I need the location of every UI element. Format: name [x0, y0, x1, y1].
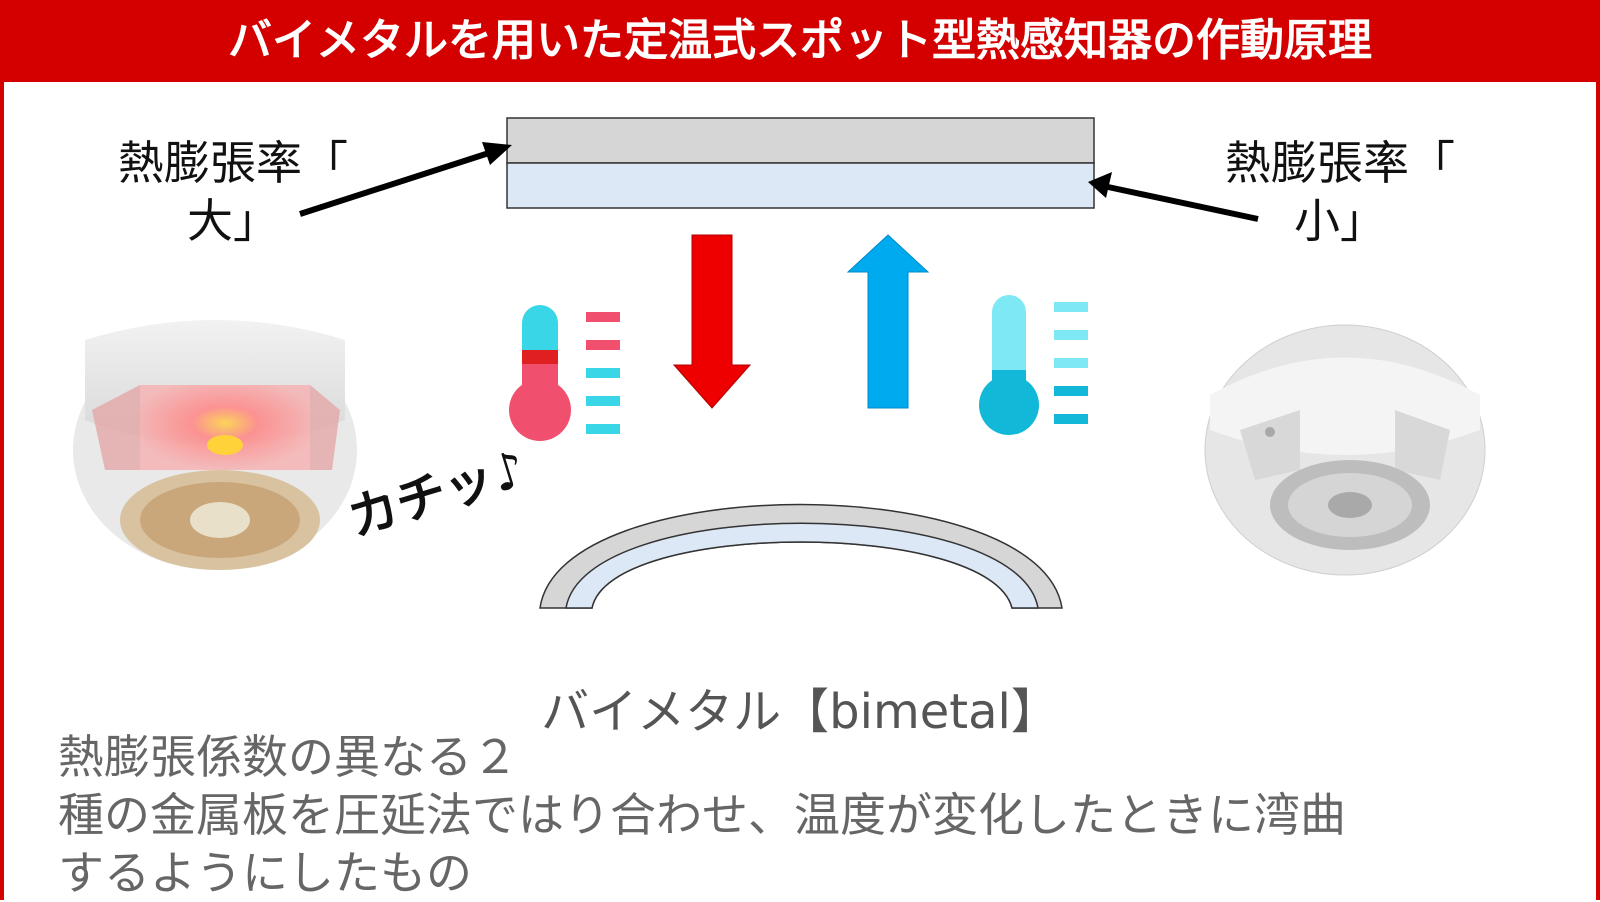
bimetal-strip-bent [539, 503, 1063, 609]
bimetal-description: 熱膨張係数の異なる２ 種の金属板を圧延法ではり合わせ、温度が変化したときに湾曲 … [58, 730, 1346, 900]
label-high-expansion-line1: 熱膨張率「 [118, 136, 348, 190]
thermometer-hot-icon [509, 305, 620, 441]
heating-arrow-down-icon [672, 234, 752, 409]
pointer-arrow-left [299, 142, 512, 217]
bimetal-strip-flat [506, 117, 1095, 209]
slide-title: バイメタルを用いた定温式スポット型熱感知器の作動原理 [0, 0, 1600, 82]
cooling-arrow-up-icon [846, 234, 930, 409]
pointer-arrow-right [1088, 172, 1259, 222]
thermometer-cold-icon [979, 295, 1088, 435]
label-high-expansion-line2: 大」 [187, 194, 279, 248]
label-low-expansion-line2: 小」 [1294, 194, 1386, 248]
heat-detector-idle-image [1204, 324, 1486, 576]
heat-detector-active-image [73, 320, 357, 570]
label-low-expansion-line1: 熱膨張率「 [1225, 136, 1455, 190]
bimetal-name: バイメタル【bimetal】 [541, 684, 1059, 740]
